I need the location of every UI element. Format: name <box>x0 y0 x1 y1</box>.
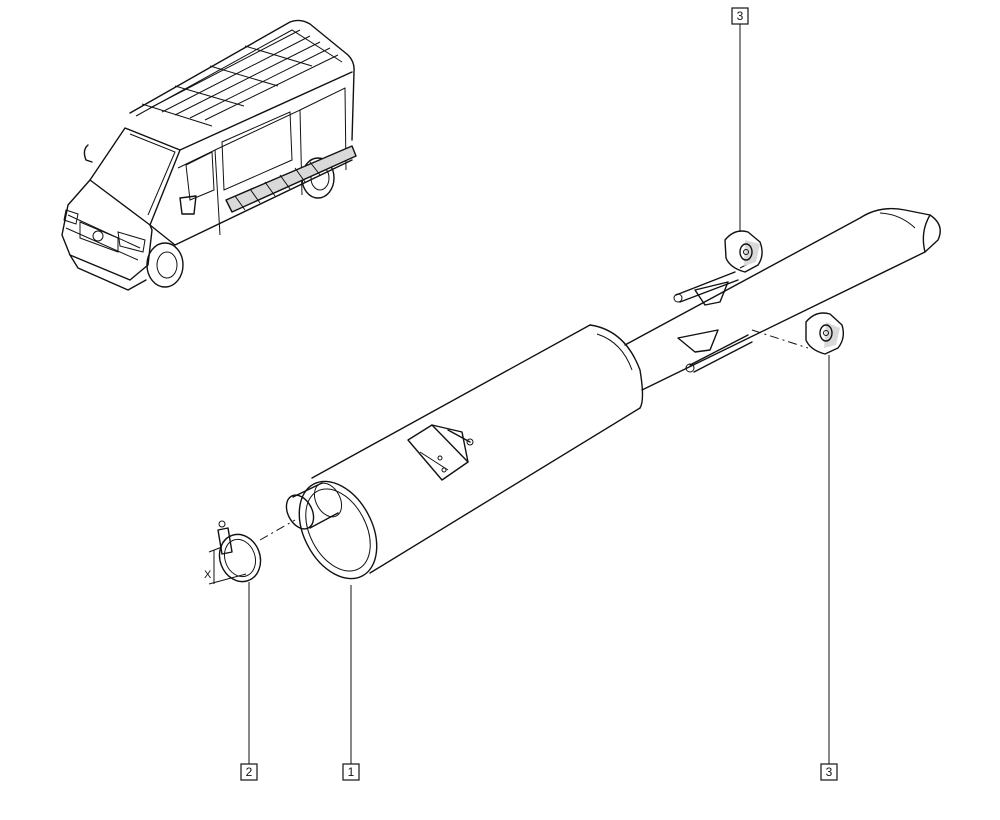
callout-3-bottom: 3 <box>820 763 838 781</box>
callout-2: 2 <box>240 763 258 781</box>
dimension-x-label: X <box>204 569 212 581</box>
exhaust-clamp: X <box>204 520 262 585</box>
alignment-line <box>751 329 809 349</box>
van-illustration <box>61 19 357 291</box>
rubber-mount-upper <box>724 230 763 273</box>
callout-1: 1 <box>342 763 360 781</box>
callout-number: 1 <box>348 765 355 779</box>
callout-number: 3 <box>737 9 744 23</box>
alignment-line <box>259 519 296 541</box>
callout-3-top: 3 <box>731 7 749 25</box>
rear-exhaust-silencer <box>285 207 941 580</box>
callout-number: 2 <box>246 765 253 779</box>
callout-number: 3 <box>826 765 833 779</box>
rubber-mount-lower <box>805 312 845 355</box>
